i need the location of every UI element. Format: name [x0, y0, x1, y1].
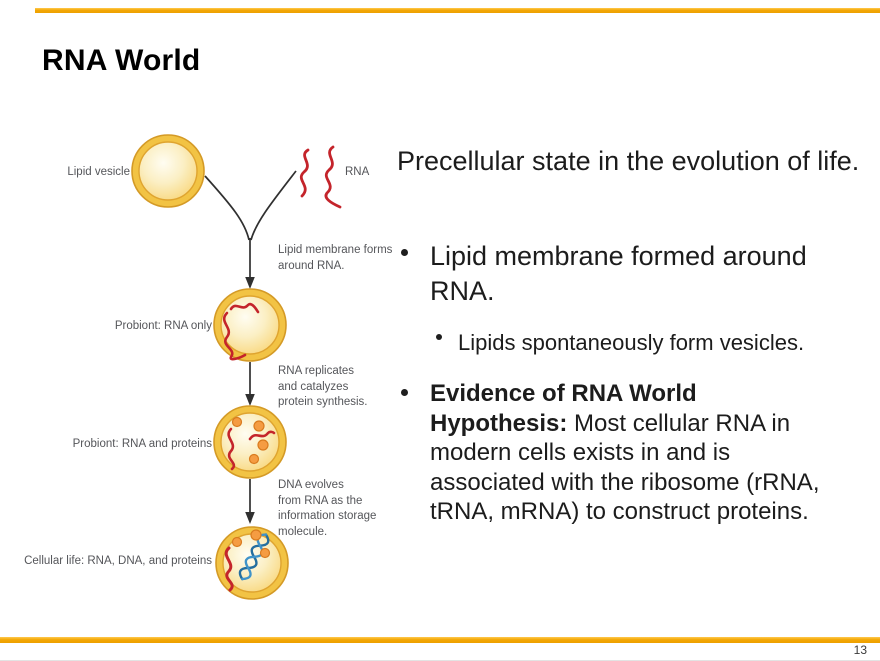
probiont-rna-proteins-label: Probiont: RNA and proteins [72, 438, 212, 450]
rna-squiggle [224, 546, 234, 592]
probiont-rna-proteins-circle [213, 405, 287, 479]
intro-paragraph: Precellular state in the evolution of li… [397, 146, 860, 176]
cellular-life-circle [215, 526, 289, 600]
sub-bullet-lipids: Lipids spontaneously form vesicles. [458, 330, 805, 355]
step3-label: DNA evolves from RNA as the information … [278, 479, 377, 538]
protein-dot [259, 547, 271, 559]
protein-dot [231, 536, 243, 548]
rna-squiggle [229, 302, 260, 314]
lipid-vesicle-label: Lipid vesicle [67, 166, 130, 178]
down-arrow-icon [245, 512, 255, 524]
bullet-evidence: Evidence of RNA World Hypothesis: Most c… [430, 379, 832, 527]
rna-squiggle [299, 148, 310, 198]
bullet-dot [401, 249, 408, 256]
probiont-rna-only-label: Probiont: RNA only [114, 320, 212, 332]
protein-dot [250, 529, 262, 541]
protein-dot [248, 453, 260, 465]
evidence-bold-text: Evidence of RNA World Hypothesis: [430, 380, 697, 437]
funnel-lines [204, 170, 297, 515]
slide-title: RNA World [42, 44, 201, 77]
page-number: 13 [853, 643, 867, 657]
rna-squiggle [324, 145, 342, 209]
bullet-dot [401, 389, 408, 396]
step1-label: Lipid membrane forms around RNA. [278, 244, 393, 272]
bullet-lipid-membrane: Lipid membrane formed around RNA. [430, 241, 807, 306]
bullet-dot [436, 334, 442, 340]
dna-helix [238, 533, 270, 581]
protein-dot [231, 416, 243, 428]
down-arrowheads [245, 277, 255, 524]
lipid-vesicle-circle [131, 134, 205, 208]
cellular-life-label: Cellular life: RNA, DNA, and proteins [24, 555, 212, 567]
rna-label: RNA [345, 166, 370, 178]
probiont-rna-circle [213, 288, 287, 362]
down-arrow-icon [245, 394, 255, 406]
protein-dot [253, 420, 265, 432]
rna-squiggle [222, 311, 247, 361]
rna-squiggles [299, 145, 342, 209]
bottom-accent-bar [0, 637, 880, 643]
protein-dot [257, 439, 269, 451]
top-accent-bar [35, 8, 880, 13]
rna-squiggle [227, 427, 236, 471]
step2-label: RNA replicates and catalyzes protein syn… [278, 365, 368, 408]
down-arrow-icon [245, 277, 255, 289]
evidence-regular-text: Most cellular RNA in modern cells exists… [430, 409, 820, 526]
rna-squiggle [248, 430, 276, 441]
